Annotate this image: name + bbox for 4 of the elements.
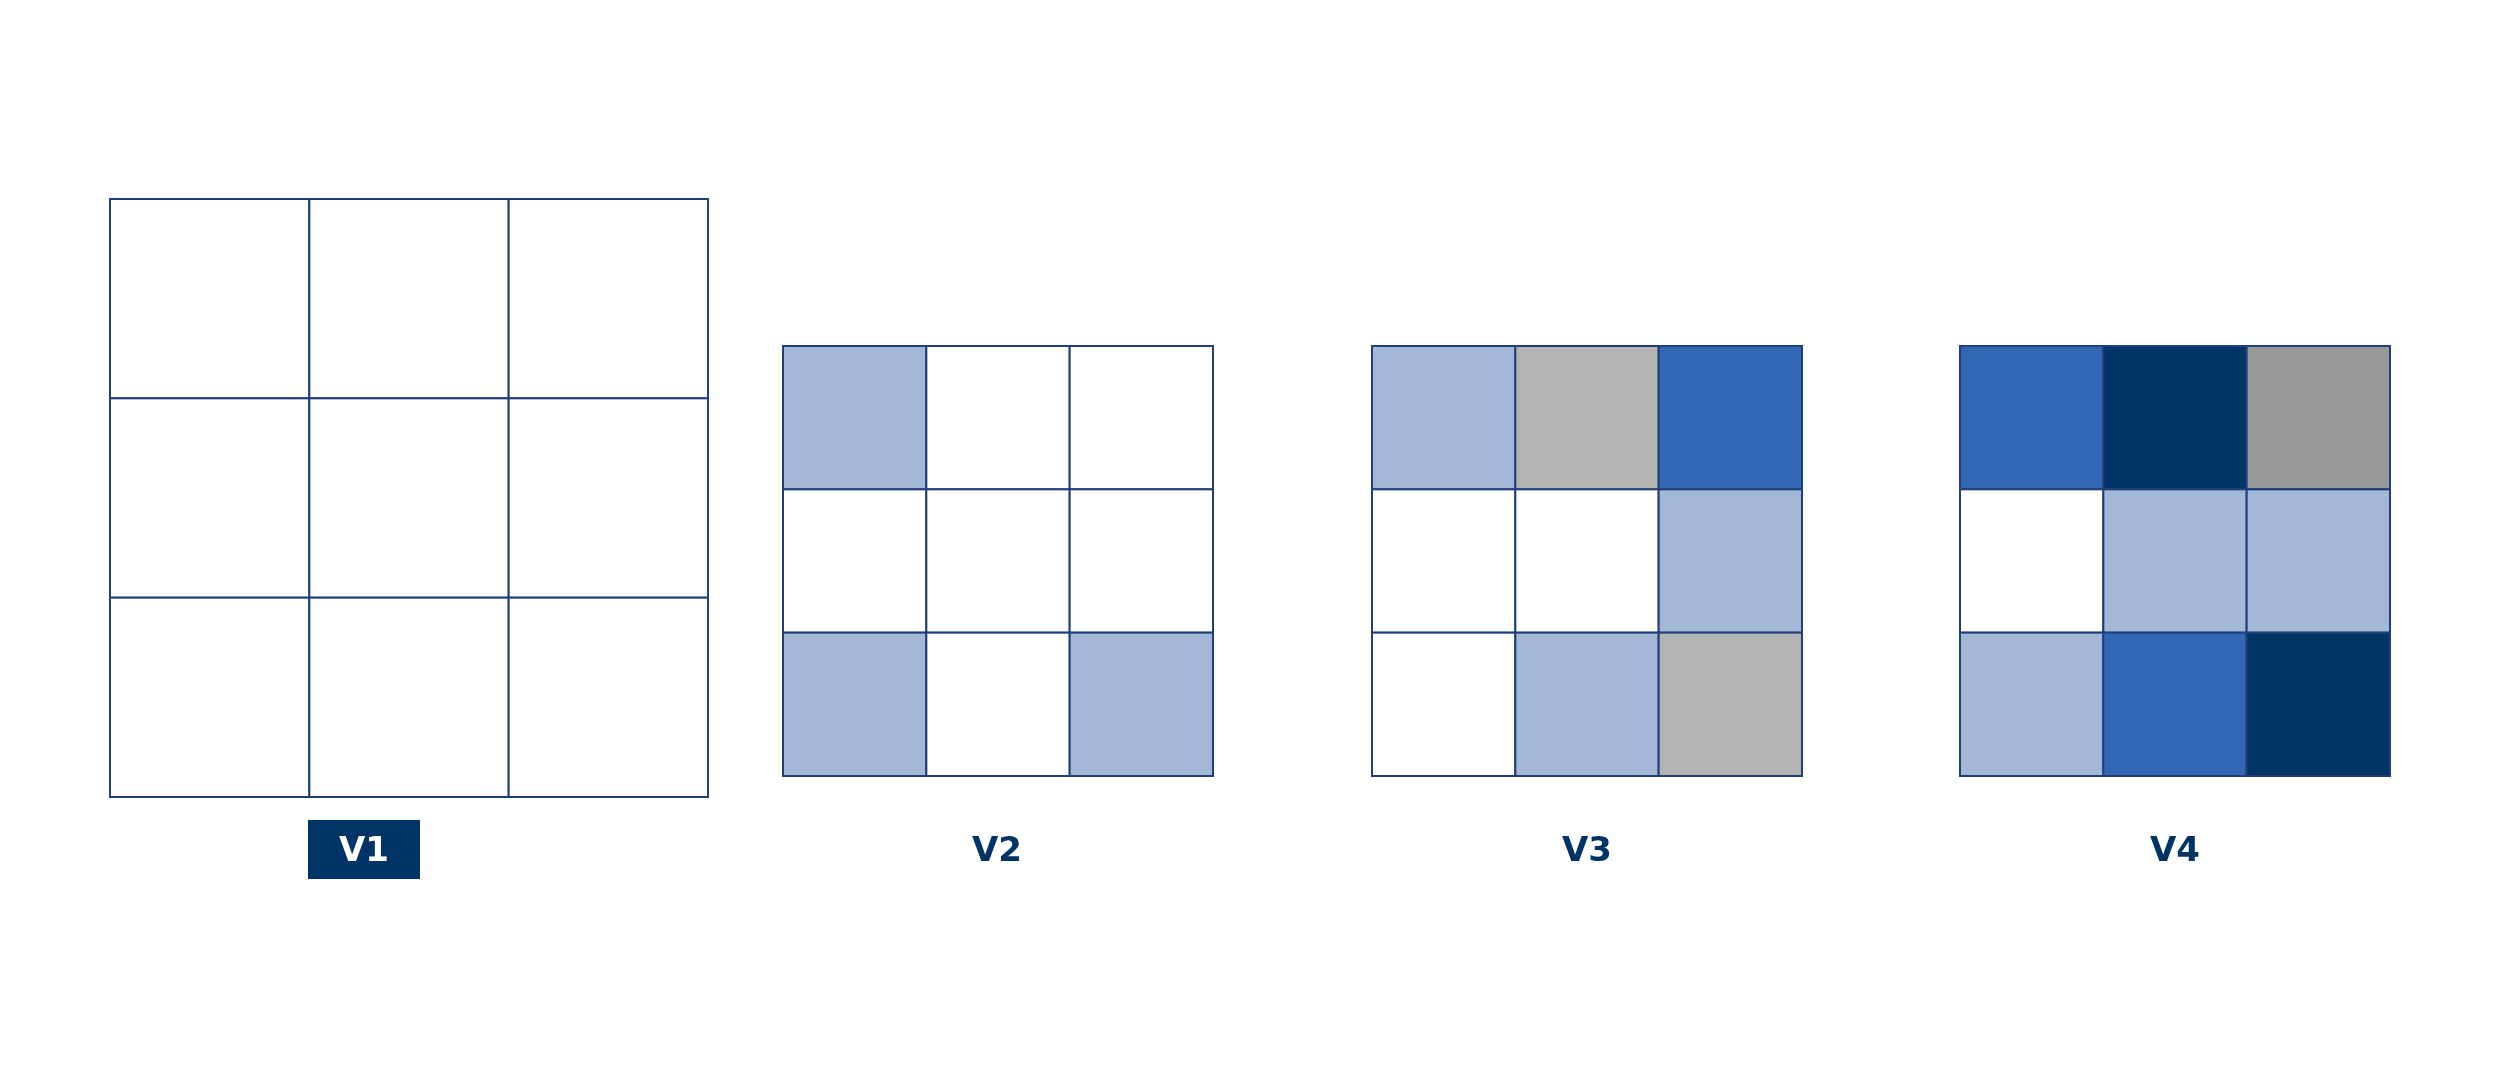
- grid-label: V2: [971, 828, 1023, 871]
- version-tag: V1: [308, 820, 420, 879]
- grid-label: V4: [2149, 828, 2201, 871]
- grid-label: V3: [1561, 828, 1613, 871]
